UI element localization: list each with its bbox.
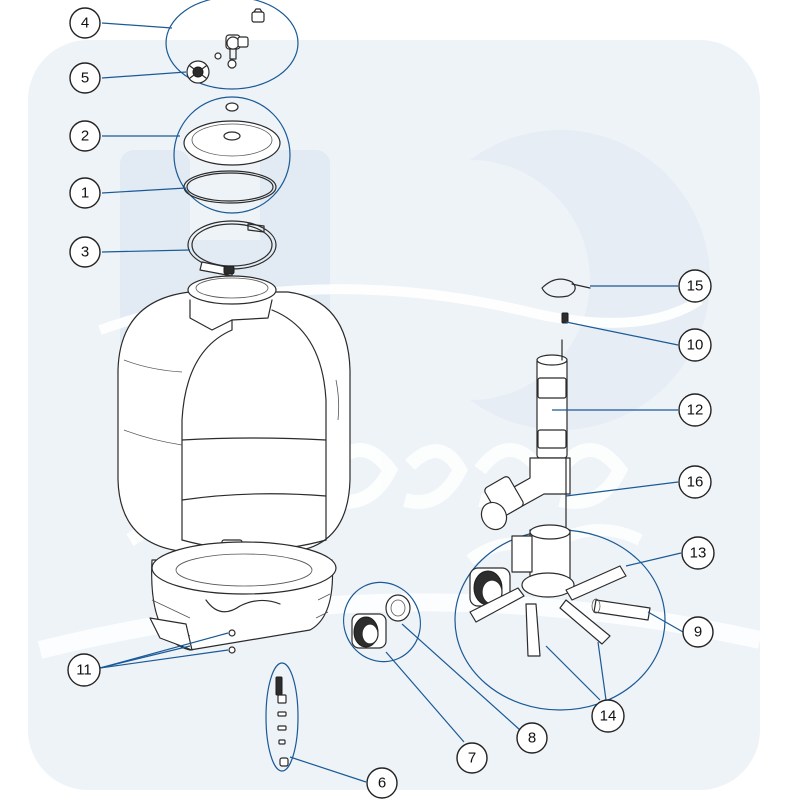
part-1-o-ring [183, 170, 277, 204]
part-3-clamp [187, 220, 277, 277]
svg-text:8: 8 [528, 730, 536, 747]
svg-text:11: 11 [76, 662, 92, 679]
callout-7: 7 [456, 742, 488, 774]
svg-text:7: 7 [468, 750, 476, 767]
callout-15: 15 [678, 269, 712, 303]
part-2-lid [183, 102, 281, 166]
callout-3: 3 [69, 236, 101, 268]
part-13-collector-hub [511, 524, 575, 598]
svg-text:4: 4 [81, 15, 89, 32]
callout-4: 4 [69, 7, 101, 39]
tank-base [149, 541, 337, 651]
svg-text:13: 13 [690, 545, 707, 562]
callout-5: 5 [69, 62, 101, 94]
part-16-elbow-pipe [480, 457, 571, 531]
group-circle-top-parts [165, 0, 299, 90]
part-8-union-nut [385, 594, 411, 622]
callout-10: 10 [678, 328, 712, 362]
callout-11: 11 [67, 653, 101, 687]
callout-9: 9 [682, 616, 714, 648]
filter-tank [117, 275, 351, 567]
callout-12: 12 [678, 393, 712, 427]
svg-text:14: 14 [600, 708, 617, 725]
svg-text:12: 12 [687, 402, 704, 419]
svg-text:5: 5 [81, 70, 89, 87]
svg-text:16: 16 [687, 474, 704, 491]
part-11-screws [228, 629, 236, 654]
group-circle-drain [265, 662, 299, 772]
callout-13: 13 [681, 536, 715, 570]
callout-8: 8 [516, 722, 548, 754]
svg-text:1: 1 [81, 185, 89, 202]
group-circle-union [343, 581, 421, 663]
svg-text:2: 2 [81, 128, 89, 145]
part-4-vent-elbow [214, 8, 265, 69]
callout-6: 6 [366, 767, 398, 799]
callout-16: 16 [678, 465, 712, 499]
svg-text:10: 10 [687, 337, 704, 354]
callout-14: 14 [591, 699, 625, 733]
svg-text:3: 3 [81, 244, 89, 261]
part-14-laterals [469, 565, 627, 657]
part-6-drain-plug [275, 676, 289, 767]
svg-text:15: 15 [687, 278, 704, 295]
part-9-lateral [591, 598, 651, 621]
svg-text:6: 6 [378, 775, 386, 792]
part-5-manometer [186, 60, 210, 84]
callout-1: 1 [69, 177, 101, 209]
part-15-clip [541, 278, 591, 298]
callout-2: 2 [69, 120, 101, 152]
svg-text:9: 9 [694, 624, 702, 641]
group-circle-lid [173, 96, 291, 214]
leader-lines [99, 22, 684, 783]
part-7-union [351, 613, 387, 649]
part-12-central-pipe [536, 339, 568, 459]
part-10-screw [561, 312, 569, 324]
